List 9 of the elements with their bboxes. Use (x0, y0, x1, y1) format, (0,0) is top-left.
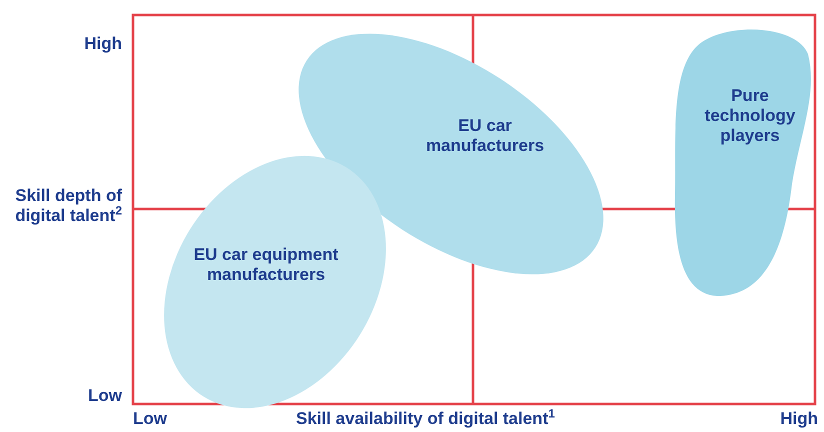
axis-tick-label: High (84, 34, 122, 54)
axis-tick-label: Low (133, 409, 167, 429)
axis-tick-label: Low (88, 386, 122, 406)
blob-label: Pure technology players (704, 86, 796, 146)
blob-label: EU car manufacturers (424, 116, 546, 156)
axis-tick-label: High (780, 409, 818, 429)
axis-title: Skill depth of digital talent$^{2}$ (14, 186, 122, 226)
blob-label: EU car equipment manufacturers (192, 245, 340, 285)
axis-title: Skill availability of digital talent$^{1}$ (296, 409, 555, 429)
